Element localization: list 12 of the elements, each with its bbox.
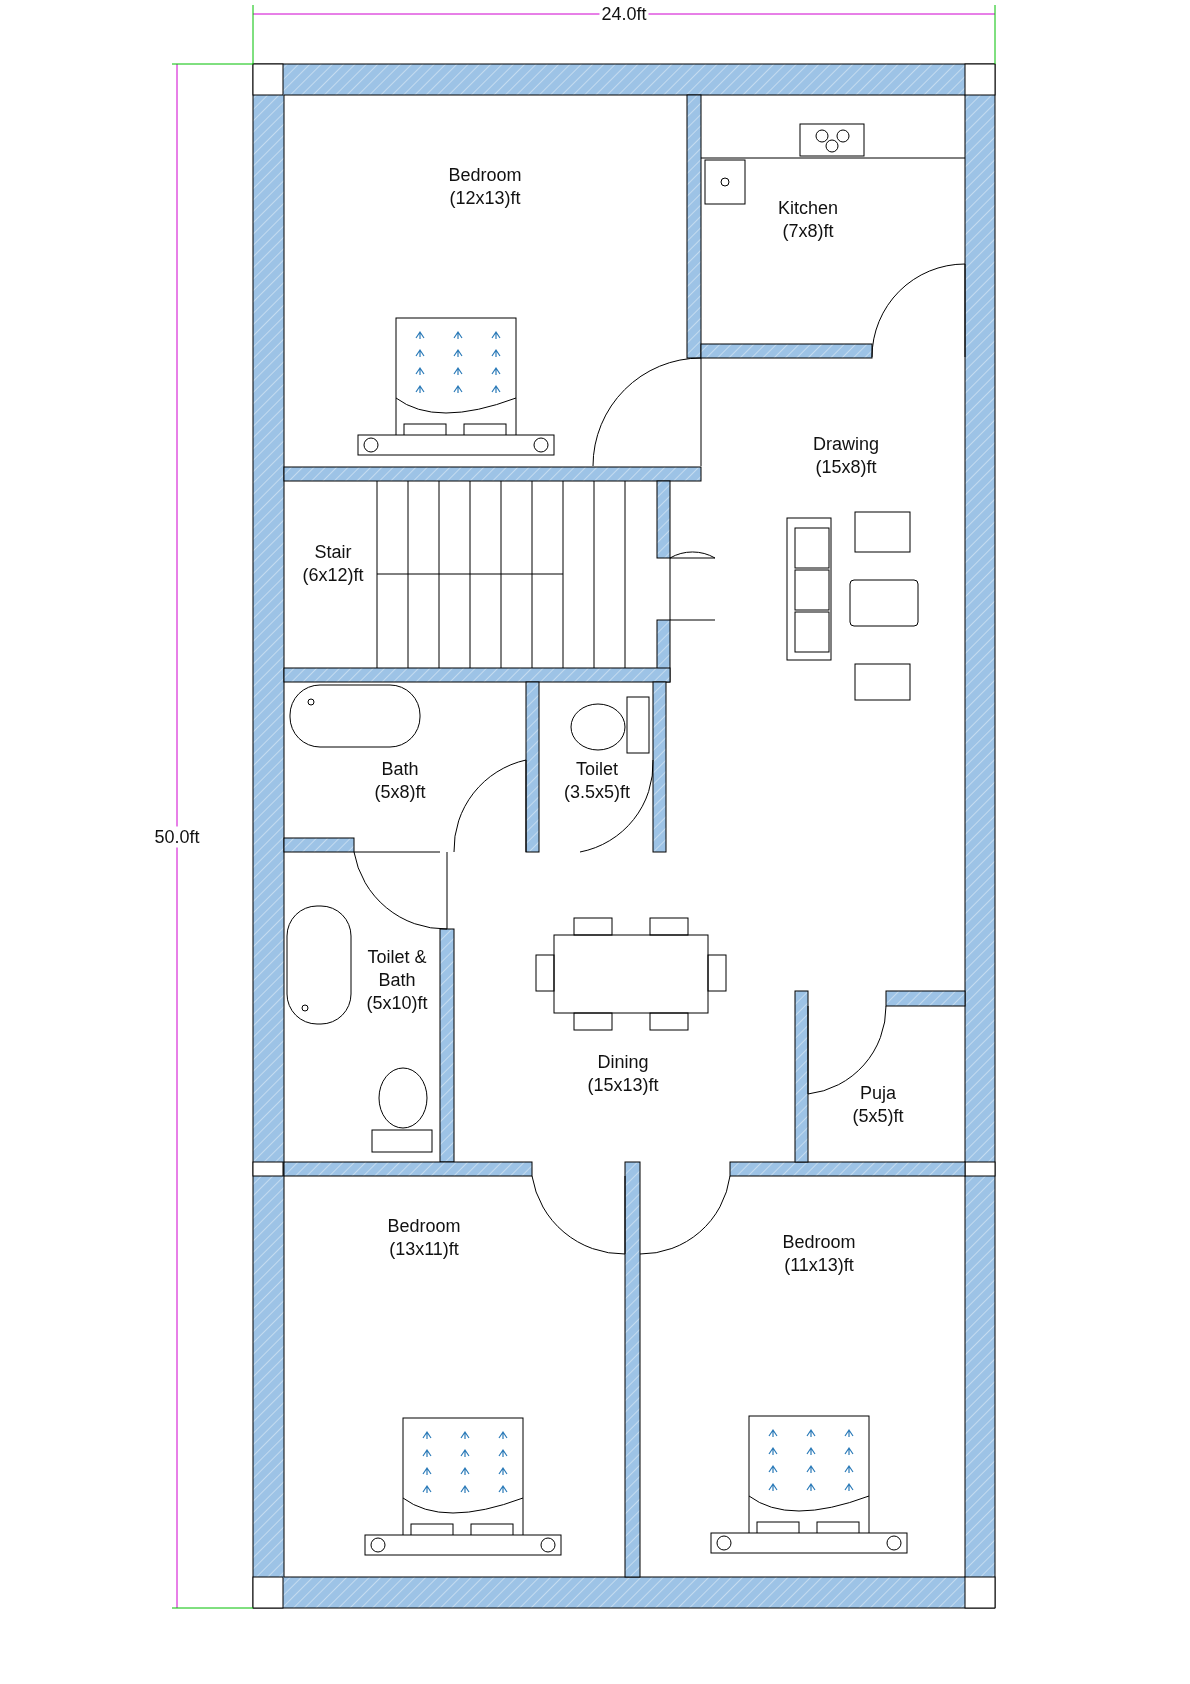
dimension-label: 50.0ft — [152, 826, 202, 848]
room-label: Bath (5x8)ft — [373, 758, 427, 804]
room-label: Bedroom (12x13)ft — [447, 164, 523, 210]
room-label: Drawing (15x8)ft — [812, 433, 880, 479]
room-label: Dining (15x13)ft — [586, 1051, 660, 1097]
room-label: Toilet (3.5x5)ft — [563, 758, 631, 804]
room-label: Puja (5x5)ft — [851, 1082, 905, 1128]
room-label: Stair (6x12)ft — [301, 541, 365, 587]
room-label: Toilet & Bath (5x10)ft — [365, 946, 429, 1015]
room-label: Bedroom (13x11)ft — [386, 1215, 462, 1261]
room-label: Bedroom (11x13)ft — [781, 1231, 857, 1277]
room-label: Kitchen (7x8)ft — [776, 197, 839, 243]
